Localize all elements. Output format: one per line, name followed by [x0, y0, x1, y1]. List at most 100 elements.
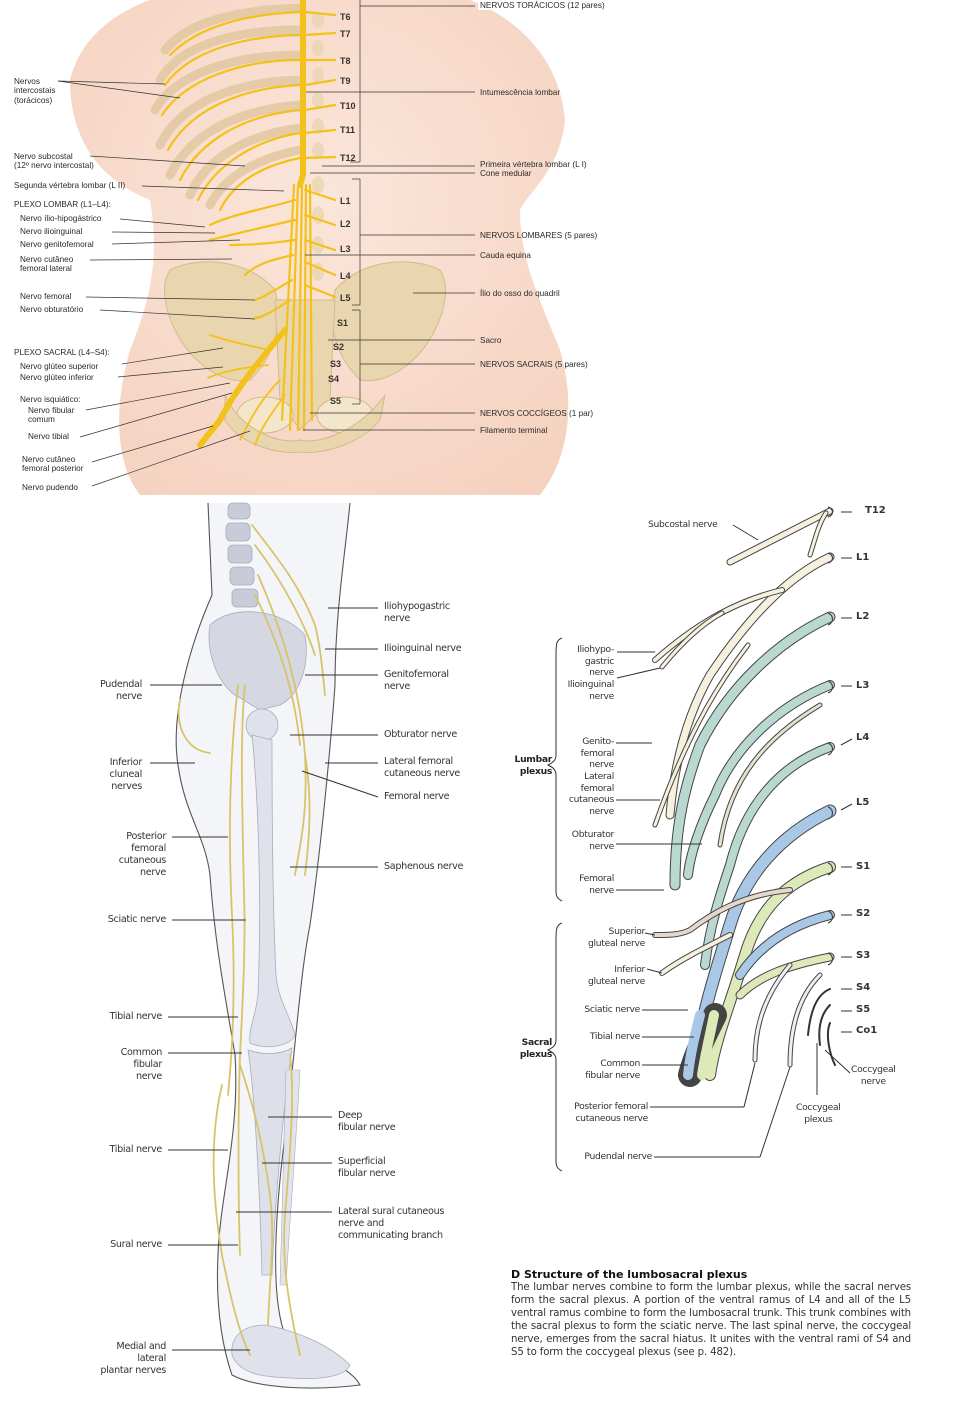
leg-label-lateral-sural: Lateral sural cutaneous nerve and commun… [338, 1206, 445, 1241]
level-S5: S5 [856, 1004, 871, 1015]
leg-label-femoral: Femoral nerve [384, 791, 450, 802]
femur [249, 734, 296, 1048]
leg-label-sciatic: Sciatic nerve [107, 914, 167, 925]
label-sacrum: Sacro [480, 336, 502, 345]
label-second-lumbar-vertebra: Segunda vértebra lombar (L II) [14, 181, 126, 190]
coccygeal-plexus-shape [807, 988, 836, 1066]
label-subcostal-nerve: Nervo subcostal (12º nervo intercostal) [14, 152, 94, 171]
plexus-label-lateral-femoral-cutaneous: Lateral femoral cutaneous nerve [568, 771, 614, 817]
label-cauda-equina: Cauda equina [480, 251, 531, 260]
label-femoral: Nervo femoral [20, 292, 72, 301]
leg-label-posterior-femoral-cutaneous: Posterior femoral cutaneous nerve [118, 831, 167, 878]
leg-label-superficial-fibular: Superficial fibular nerve [338, 1156, 396, 1179]
segment-T9: T9 [340, 76, 351, 86]
label-superior-gluteal: Nervo glúteo superior [20, 362, 99, 371]
leg-label-ilioinguinal: Ilioinguinal nerve [384, 643, 462, 654]
plexus-group-sacral: Sacral plexus [519, 1037, 552, 1060]
segment-T6: T6 [340, 12, 351, 22]
leg-label-deep-fibular: Deep fibular nerve [338, 1110, 396, 1133]
leg-label-iliohypogastric: Iliohypogastric nerve [384, 601, 450, 624]
leg-label-common-fibular: Common fibular nerve [120, 1047, 163, 1082]
leg-label-plantar: Medial and lateral plantar nerves [100, 1341, 166, 1376]
leg-label-saphenous: Saphenous nerve [384, 861, 464, 872]
label-inferior-gluteal: Nervo glúteo inferior [20, 373, 94, 382]
leg-nerves [177, 524, 326, 1356]
plexus-label-subcostal: Subcostal nerve [648, 519, 718, 530]
plexus-label-obturator: Obturator nerve [571, 829, 615, 852]
plexus-label-ilioinguinal: Ilioinguinal nerve [567, 679, 615, 702]
segment-S2: S2 [333, 342, 345, 352]
segment-S5: S5 [330, 396, 342, 406]
level-L3: L3 [856, 680, 870, 691]
label-lumbar-enlargement: Intumescência lombar [480, 88, 561, 97]
label-common-fibular: Nervo fibular comum [28, 406, 75, 425]
label-iliohypogastric: Nervo ílio-hipogástrico [20, 214, 102, 223]
label-lumbar-nerves: NERVOS LOMBARES (5 pares) [480, 231, 598, 240]
caption-body: The lumbar nerves combine to form the lu… [511, 1282, 911, 1358]
segment-T12: T12 [340, 153, 356, 163]
posterior-spinal-nerves-figure: Nervos intercostais (torácicos) Nervo su… [0, 0, 640, 495]
plexus-label-superior-gluteal: Superior gluteal nerve [587, 926, 645, 949]
label-ilium: Ílio do osso do quadril [480, 289, 560, 298]
segment-L5: L5 [340, 293, 351, 303]
label-conus-medullaris: Cone medular [480, 169, 532, 178]
lumbar-vertebrae [225, 502, 259, 608]
label-first-lumbar-vertebra: Primeira vértebra lombar (L I) [480, 160, 587, 169]
plexus-label-inferior-gluteal: Inferior gluteal nerve [587, 964, 645, 987]
group-braces [546, 637, 563, 1172]
label-genitofemoral: Nervo genitofemoral [20, 240, 94, 249]
sciatic-nerve [197, 327, 288, 448]
label-coccygeal-nerves: NERVOS COCCÍGEOS (1 par) [480, 409, 594, 418]
level-L1: L1 [856, 552, 870, 563]
leg-leader-lines [150, 607, 379, 1351]
plexus-label-pudendal: Pudendal nerve [584, 1151, 652, 1162]
label-tibial: Nervo tibial [28, 432, 69, 441]
level-S2: S2 [856, 908, 871, 919]
level-T12: T12 [865, 505, 886, 516]
lower-limb-nerves-figure: Pudendal nerve Inferior cluneal nerves P… [0, 495, 490, 1406]
label-thoracic-nerves: NERVOS TORÁCICOS (12 pares) [478, 1, 607, 11]
posterior-view-illustration [57, 0, 569, 495]
plexus-label-iliohypogastric: Iliohypo- gastric nerve [577, 644, 614, 678]
plexus-label-coccygeal-nerve: Coccygeal nerve [851, 1064, 896, 1087]
level-L4: L4 [856, 732, 870, 743]
ilioinguinal-shape [659, 610, 725, 670]
caption-title: D Structure of the lumbosacral plexus [511, 1268, 748, 1281]
leg-label-tibial-lower: Tibial nerve [109, 1144, 163, 1155]
femoral-head [245, 708, 279, 742]
leg-label-pudendal: Pudendal nerve [99, 679, 142, 702]
segment-L1: L1 [340, 196, 351, 206]
leg-label-inferior-cluneal: Inferior cluneal nerves [109, 757, 143, 792]
label-sacral-plexus-heading: PLEXO SACRAL (L4–S4): [14, 348, 110, 357]
segment-S3: S3 [330, 359, 342, 369]
plexus-schematic-illustration [546, 506, 853, 1172]
spinal-cord [297, 0, 306, 188]
plexus-label-tibial: Tibial nerve [589, 1031, 640, 1042]
tibia [247, 1047, 293, 1276]
segment-S1: S1 [337, 318, 349, 328]
segment-L3: L3 [340, 244, 351, 254]
plexus-label-genitofemoral: Genito- femoral nerve [580, 736, 615, 770]
lumbosacral-plexus-schematic: T12 L1 L2 L3 L4 L5 S1 S2 S3 S4 S5 Co1 Su… [490, 495, 968, 1235]
label-pudendal: Nervo pudendo [22, 483, 78, 492]
segment-T7: T7 [340, 29, 351, 39]
leg-label-obturator: Obturator nerve [384, 729, 457, 740]
label-posterior-femoral-cutaneous: Nervo cutâneo femoral posterior [22, 455, 84, 474]
level-S1: S1 [856, 861, 871, 872]
level-Co1: Co1 [856, 1025, 878, 1036]
top-leader-lines [57, 0, 475, 487]
segment-L2: L2 [340, 219, 351, 229]
segment-T11: T11 [340, 125, 356, 135]
foot-bones [231, 1324, 351, 1379]
label-obturator: Nervo obturatório [20, 305, 84, 314]
plexus-label-sciatic: Sciatic nerve [584, 1004, 640, 1015]
segment-T8: T8 [340, 56, 351, 66]
label-sacral-nerves: NERVOS SACRAIS (5 pares) [480, 360, 588, 369]
leg-label-sural: Sural nerve [110, 1239, 162, 1250]
segment-T10: T10 [340, 101, 356, 111]
segment-S4: S4 [328, 374, 340, 384]
label-sciatic: Nervo isquiático: [20, 395, 81, 404]
plexus-label-posterior-femoral-cutaneous: Posterior femoral cutaneous nerve [574, 1101, 648, 1124]
lower-limb-illustration [150, 502, 379, 1389]
spinal-cord-and-nerves [160, 0, 337, 448]
